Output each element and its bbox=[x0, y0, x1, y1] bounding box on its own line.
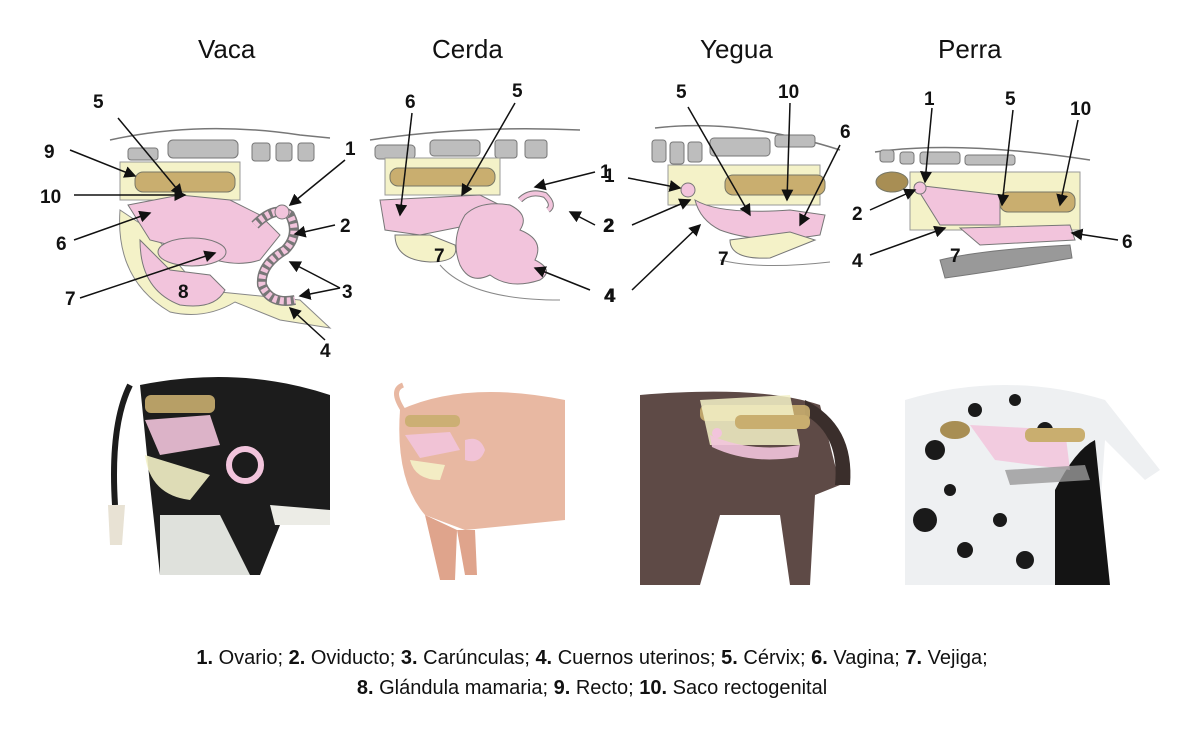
cow-label-6: 6 bbox=[56, 234, 67, 255]
mare-diagram: 5 10 6 1 2 4 7 bbox=[604, 82, 851, 307]
mare-label-1: 1 bbox=[604, 166, 615, 187]
cow-diagram: 5 9 10 6 7 8 1 2 3 4 bbox=[40, 92, 356, 362]
mare-label-4: 4 bbox=[604, 286, 615, 307]
anatomy-diagrams: 5 9 10 6 7 8 1 2 3 4 6 5 7 1 bbox=[0, 0, 1184, 370]
cow-label-2: 2 bbox=[340, 216, 351, 237]
sow-label-7: 7 bbox=[434, 246, 445, 267]
cow-label-10: 10 bbox=[40, 187, 61, 208]
mare-label-5: 5 bbox=[676, 82, 687, 103]
legend-line-2: 8. Glándula mamaria; 9. Recto; 10. Saco … bbox=[0, 673, 1184, 703]
legend: 1. Ovario; 2. Oviducto; 3. Carúnculas; 4… bbox=[0, 643, 1184, 703]
sow-diagram: 6 5 7 1 2 4 bbox=[370, 81, 616, 307]
cow-label-1: 1 bbox=[345, 139, 356, 160]
mare-label-6: 6 bbox=[840, 122, 851, 143]
bitch-diagram: 1 5 10 2 4 7 6 bbox=[852, 89, 1133, 278]
mare-label-2: 2 bbox=[604, 216, 615, 237]
mare-photo bbox=[640, 375, 860, 585]
bitch-label-2: 2 bbox=[852, 204, 863, 225]
mare-label-7: 7 bbox=[718, 249, 729, 270]
bitch-label-5: 5 bbox=[1005, 89, 1016, 110]
bitch-label-6: 6 bbox=[1122, 232, 1133, 253]
sow-label-5: 5 bbox=[512, 81, 523, 102]
bitch-label-4: 4 bbox=[852, 251, 863, 272]
bitch-label-10: 10 bbox=[1070, 99, 1091, 120]
cow-label-8: 8 bbox=[178, 282, 189, 303]
bitch-photo bbox=[905, 370, 1160, 585]
cow-label-9: 9 bbox=[44, 142, 55, 163]
bitch-label-7: 7 bbox=[950, 246, 961, 267]
cow-label-7: 7 bbox=[65, 289, 76, 310]
legend-line-1: 1. Ovario; 2. Oviducto; 3. Carúnculas; 4… bbox=[0, 643, 1184, 673]
cow-photo bbox=[100, 365, 340, 575]
cow-label-3: 3 bbox=[342, 282, 353, 303]
mare-label-10: 10 bbox=[778, 82, 799, 103]
sow-photo bbox=[385, 380, 565, 590]
bitch-label-1: 1 bbox=[924, 89, 935, 110]
cow-label-4: 4 bbox=[320, 341, 331, 362]
cow-label-5: 5 bbox=[93, 92, 104, 113]
sow-label-6: 6 bbox=[405, 92, 416, 113]
